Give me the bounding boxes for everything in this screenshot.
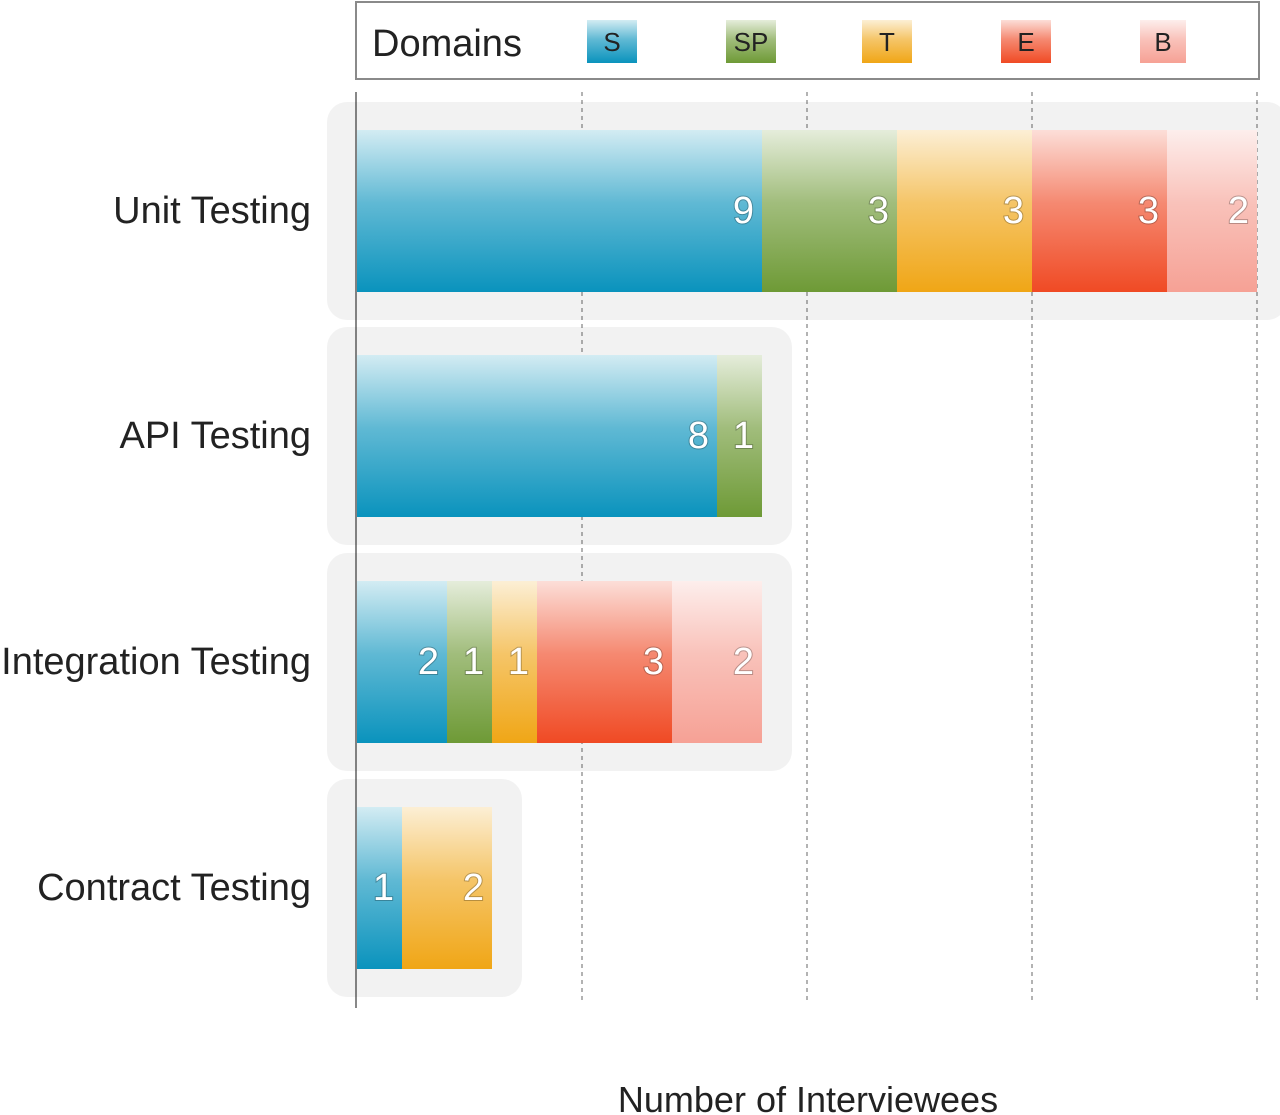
bar-segment-sp: [717, 355, 762, 517]
bar-value-label: 1: [373, 867, 394, 909]
bar-value-label: 1: [733, 415, 754, 457]
bar-segment-sp: [762, 130, 897, 292]
bar-value-label: 2: [418, 641, 439, 683]
bar-value-label: 2: [463, 867, 484, 909]
bar-segment-e: [1032, 130, 1167, 292]
legend-label-t: T: [879, 27, 895, 57]
bar-segment-b: [672, 581, 762, 743]
category-label: Contract Testing: [37, 867, 311, 909]
bar-value-label: 9: [733, 190, 754, 232]
bar-value-label: 1: [508, 641, 529, 683]
category-label: API Testing: [119, 415, 311, 457]
bar-segment-t: [402, 807, 492, 969]
bar-value-label: 2: [733, 641, 754, 683]
legend-swatch-b: [1140, 20, 1186, 63]
legend-keys: S SP T E B: [587, 20, 1186, 63]
legend-swatch-sp: [726, 20, 776, 63]
category-label: Unit Testing: [113, 190, 311, 232]
bar-value-label: 3: [1003, 190, 1024, 232]
legend-frame: [355, 1, 1260, 80]
legend-swatch-t: [862, 20, 912, 63]
bar-value-label: 3: [643, 641, 664, 683]
bar-segment-b: [1167, 130, 1257, 292]
bar-segment-s: [357, 807, 402, 969]
bar-segment-s: [357, 581, 447, 743]
bar-segment-e: [537, 581, 672, 743]
legend-label-b: B: [1154, 27, 1171, 57]
x-axis-title: Number of Interviewees: [618, 1079, 998, 1115]
legend-title: Domains: [372, 23, 522, 65]
category-label: Integration Testing: [1, 641, 311, 683]
legend-swatch-s: [587, 20, 637, 63]
legend-label-s: S: [603, 27, 620, 57]
legend-swatch-e: [1001, 20, 1051, 63]
bar-value-label: 8: [688, 415, 709, 457]
bar-segment-s: [357, 355, 717, 517]
bar-value-label: 3: [1138, 190, 1159, 232]
bar-segment-s: [357, 130, 762, 292]
bar-value-label: 1: [463, 641, 484, 683]
bar-segment-t: [897, 130, 1032, 292]
bar-value-label: 2: [1228, 190, 1249, 232]
legend-label-e: E: [1017, 27, 1034, 57]
bar-segment-sp: [447, 581, 492, 743]
bar-value-label: 3: [868, 190, 889, 232]
legend: Domains S SP T E B: [355, 1, 1260, 80]
legend-label-sp: SP: [734, 27, 769, 57]
bar-segment-t: [492, 581, 537, 743]
